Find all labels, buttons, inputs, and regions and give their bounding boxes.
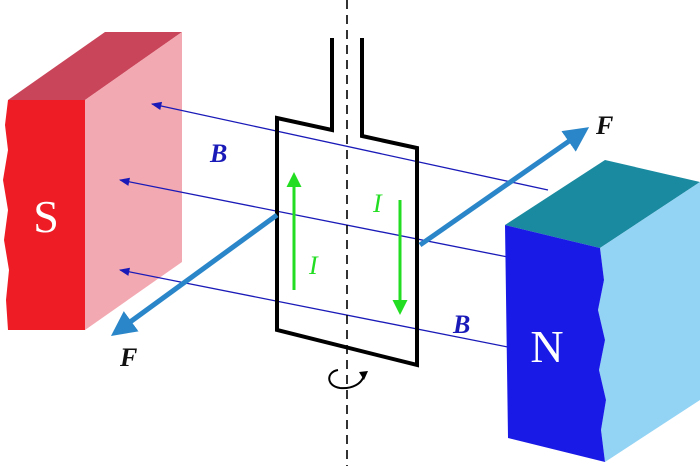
south-magnet: S [3,32,182,330]
force-label-left: F [119,343,137,372]
coil-loop [275,38,419,368]
south-magnet-top [8,32,182,100]
north-magnet-front [505,225,606,462]
south-pole-label: S [33,191,59,242]
current-label-left: I [308,251,319,280]
field-label-bottom: B [452,310,470,339]
north-magnet-top [505,160,700,248]
field-line-2 [118,177,549,266]
force-label-right: F [595,111,613,140]
current-arrows [286,172,408,315]
north-pole-label: N [530,321,563,372]
field-line-1 [150,101,549,191]
field-label-top: B [209,139,227,168]
field-lines [118,101,549,356]
field-line-3 [118,267,549,356]
south-magnet-front [3,100,85,330]
force-arrow-right [418,127,590,248]
current-label-right: I [372,189,383,218]
force-arrows [110,127,590,336]
force-arrow-left [110,212,279,336]
rotation-arrow-icon [328,369,368,390]
north-magnet-side [598,182,700,462]
north-magnet: N [505,160,700,462]
